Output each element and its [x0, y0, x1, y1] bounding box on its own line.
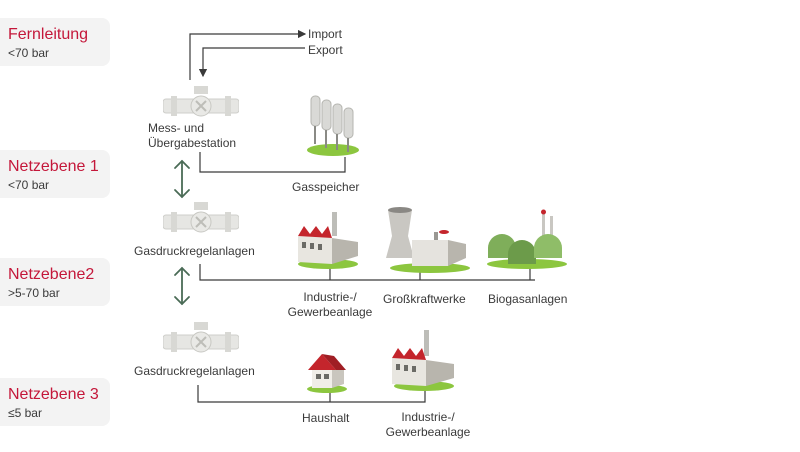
- level-pressure: ≤5 bar: [8, 406, 42, 420]
- industrie2-label: Industrie-/ Gewerbeanlage: [385, 410, 471, 439]
- level-name: Fernleitung: [8, 26, 89, 43]
- biogas-plant-icon: [487, 209, 567, 269]
- power-plant-icon: [386, 207, 470, 273]
- level-netzebene-1: Netzebene 1 <70 bar: [0, 150, 110, 198]
- double-arrow-icon: [174, 159, 190, 199]
- storage-connector: [199, 152, 346, 173]
- export-label: Export: [308, 43, 343, 57]
- biogas-label: Biogasanlagen: [488, 292, 568, 306]
- level-pressure: >5-70 bar: [8, 286, 60, 300]
- gdr2-label: Gasdruckregelanlagen: [134, 364, 255, 378]
- level-netzebene-2: Netzebene2 >5-70 bar: [0, 258, 110, 306]
- factory-icon: [298, 212, 358, 269]
- gas-storage-icon: [307, 95, 359, 156]
- level-fernleitung: Fernleitung <70 bar: [0, 18, 110, 66]
- export-line: [198, 47, 305, 78]
- gasspeicher-label: Gasspeicher: [292, 180, 360, 194]
- level-netzebene-3: Netzebene 3 ≤5 bar: [0, 378, 110, 426]
- import-line: [189, 29, 307, 80]
- factory-icon: [392, 330, 454, 391]
- haushalt-label: Haushalt: [302, 411, 350, 425]
- double-arrow-icon: [174, 266, 190, 306]
- level-name: Netzebene2: [8, 266, 95, 283]
- level-name: Netzebene 1: [8, 158, 99, 175]
- valve-icon: [163, 202, 239, 233]
- level-pressure: <70 bar: [8, 46, 50, 60]
- level3-connector: [197, 385, 426, 403]
- gdr1-label: Gasdruckregelanlagen: [134, 244, 255, 258]
- industrie1-label: Industrie-/ Gewerbeanlage: [287, 290, 373, 319]
- mess-station-label: Mess- und Übergabestation: [148, 121, 237, 150]
- level-name: Netzebene 3: [8, 386, 99, 403]
- kraftwerke-label: Großkraftwerke: [383, 292, 466, 306]
- valve-icon: [163, 322, 239, 353]
- valve-icon: [163, 86, 239, 117]
- house-icon: [307, 354, 347, 393]
- import-label: Import: [308, 27, 343, 41]
- level2-connector: [199, 264, 535, 281]
- level-pressure: <70 bar: [8, 178, 50, 192]
